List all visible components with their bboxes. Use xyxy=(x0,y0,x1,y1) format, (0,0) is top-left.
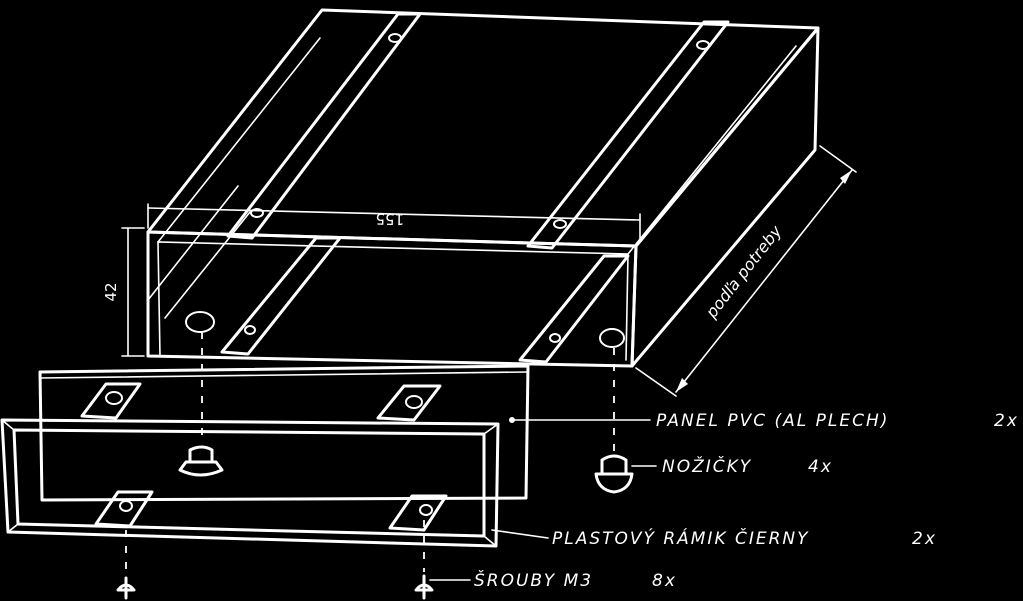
top-rail-left xyxy=(226,12,422,240)
bottom-rail-left xyxy=(220,236,342,356)
dimension-height: 42 xyxy=(102,227,145,357)
enclosure-box xyxy=(146,8,820,368)
plastic-frame xyxy=(0,418,500,548)
rail-screw-hole xyxy=(388,33,402,43)
frame-outer xyxy=(0,418,500,548)
rail-screw-hole xyxy=(549,333,561,343)
foot-hole xyxy=(185,311,215,333)
part-qty-screws: 8x xyxy=(652,571,677,591)
frame-tab xyxy=(388,494,448,532)
dimension-width: 155 xyxy=(147,203,641,241)
foot-hole xyxy=(599,328,625,348)
part-qty-feet: 4x xyxy=(808,457,833,477)
panel-outline xyxy=(38,364,530,502)
part-label-frame: PLASTOVÝ RÁMIK ČIERNY xyxy=(552,527,810,549)
part-qty-panel: 2x xyxy=(994,411,1019,431)
top-rail-right xyxy=(526,20,730,250)
screw-left xyxy=(116,576,136,600)
panel-pvc xyxy=(38,364,530,502)
part-qty-frame: 2x xyxy=(912,529,937,549)
box-front-rim xyxy=(146,230,638,368)
dimension-length: podľa potreby xyxy=(635,145,857,397)
leader-lines xyxy=(429,417,657,581)
bottom-rail-right xyxy=(518,254,630,364)
frame-inner xyxy=(12,428,486,538)
part-label-screws: ŠROUBY M3 xyxy=(474,569,593,591)
rail-screw-hole xyxy=(244,325,256,335)
box-inner-floor-edge xyxy=(147,185,239,301)
foot-left xyxy=(178,445,224,477)
box-inner-edge-left xyxy=(157,37,321,243)
parts-list: PANEL PVC (AL PLECH) 2x NOŽIČKY 4x PLAST… xyxy=(474,411,1019,591)
box-inner-edge-right xyxy=(627,45,797,255)
dimension-height-label: 42 xyxy=(102,282,120,301)
assembly-axes xyxy=(125,332,615,574)
screw-right xyxy=(414,574,434,600)
part-label-panel: PANEL PVC (AL PLECH) xyxy=(656,411,889,431)
box-inner-floor-edge-2 xyxy=(164,211,251,319)
box-inner-rim xyxy=(157,241,629,361)
foot-right xyxy=(594,454,634,494)
frame-tab xyxy=(94,490,154,528)
part-label-feet: NOŽIČKY xyxy=(662,455,752,477)
rail-screw-hole xyxy=(553,219,567,229)
rail-screw-hole xyxy=(250,208,264,218)
rail-screw-hole xyxy=(696,40,710,50)
panel-tab xyxy=(80,382,142,420)
dimension-width-label: 155 xyxy=(375,210,404,228)
panel-tab xyxy=(376,384,442,422)
